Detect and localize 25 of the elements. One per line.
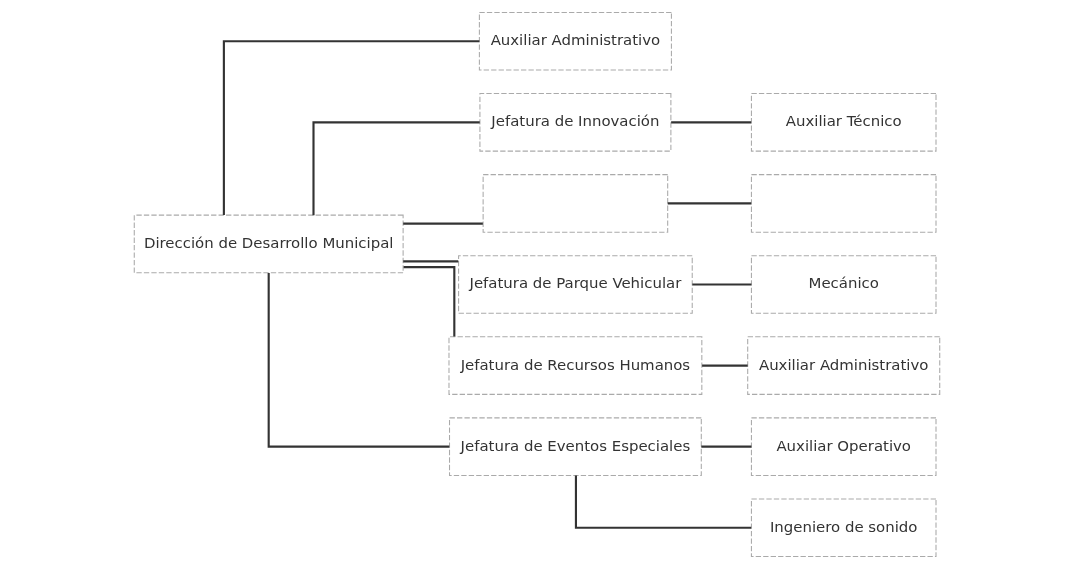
node-box: Jefatura de Innovación	[478, 93, 671, 152]
node-box: Auxiliar Técnico	[750, 93, 937, 152]
connector	[701, 364, 748, 367]
connector	[267, 273, 449, 448]
node-box: Jefatura de Recursos Humanos	[447, 336, 702, 395]
connector	[311, 121, 480, 216]
node-box	[482, 174, 668, 233]
connector	[402, 260, 458, 263]
node-box: Auxiliar Administrativo	[478, 11, 672, 71]
connector	[403, 266, 455, 337]
node-box	[750, 174, 937, 233]
connector	[691, 283, 751, 286]
connector	[402, 222, 483, 225]
node-box: Mecánico	[750, 255, 937, 314]
node-box: Dirección de Desarrollo Municipal	[133, 214, 404, 274]
node-box: Jefatura de Eventos Especiales	[448, 417, 702, 476]
node-box: Auxiliar Operativo	[750, 417, 937, 476]
node-box: Jefatura de Parque Vehicular	[457, 255, 693, 314]
connector	[700, 445, 751, 448]
node-box: Ingeniero de sonido	[750, 498, 937, 558]
node-box: Auxiliar Administrativo	[746, 336, 940, 395]
connector	[574, 475, 751, 529]
connector	[222, 40, 479, 215]
connector	[667, 202, 751, 205]
connector	[670, 121, 751, 124]
